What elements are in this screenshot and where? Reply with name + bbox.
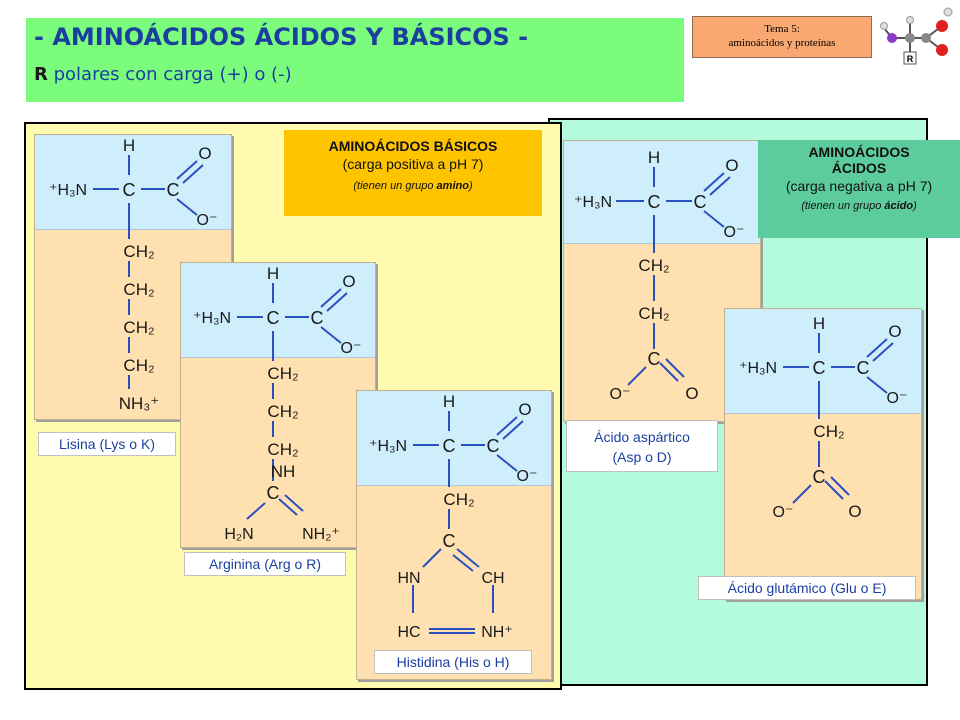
aspartic-name-line1: Ácido aspártico bbox=[594, 429, 690, 445]
ring-nh-plus: NH⁺ bbox=[481, 624, 513, 641]
ch2-group: CH₂ bbox=[443, 490, 474, 509]
aspartic-structure: H ⁺H₃N C C O O⁻ CH₂ CH₂ C O⁻ O bbox=[574, 148, 745, 403]
nh-group: NH bbox=[271, 462, 296, 481]
atom-h: H bbox=[443, 392, 455, 411]
atom-o-minus: O⁻ bbox=[887, 390, 908, 407]
ch2-group: CH₂ bbox=[123, 242, 154, 261]
amino-group: ⁺H₃N bbox=[49, 182, 87, 199]
ch2-group: CH₂ bbox=[267, 402, 298, 421]
acidic-note: (tienen un grupo ácido) bbox=[801, 200, 917, 212]
ch2-group: CH₂ bbox=[123, 280, 154, 299]
atom-o-minus: O⁻ bbox=[197, 212, 218, 229]
atom-c-side: C bbox=[813, 467, 826, 487]
atom-c-carboxyl: C bbox=[857, 358, 870, 378]
guanidino-c: C bbox=[267, 483, 280, 503]
ch2-group: CH₂ bbox=[123, 356, 154, 375]
amino-group: ⁺H₃N bbox=[739, 360, 777, 377]
atom-h: H bbox=[267, 264, 279, 283]
topic-badge-line1: Tema 5: bbox=[764, 23, 800, 35]
acidic-info-box: AMINOÁCIDOS ÁCIDOS (carga negativa a pH … bbox=[758, 140, 960, 238]
ch2-group: CH₂ bbox=[267, 440, 298, 459]
ring-ch: CH bbox=[481, 570, 504, 587]
atom-o: O bbox=[725, 156, 738, 175]
atom-o-minus: O⁻ bbox=[517, 468, 538, 485]
subtitle-r: R bbox=[34, 64, 48, 85]
atom-c-alpha: C bbox=[123, 180, 136, 200]
histidine-label: Histidina (His o H) bbox=[374, 650, 532, 674]
basic-charge: (carga positiva a pH 7) bbox=[342, 156, 484, 172]
basic-info-box: AMINOÁCIDOS BÁSICOS (carga positiva a pH… bbox=[284, 130, 542, 216]
atom-h: H bbox=[813, 314, 825, 333]
lysine-structure: H ⁺H₃N C C O O⁻ CH₂ CH₂ CH₂ CH₂ NH₃⁺ bbox=[49, 136, 218, 413]
topic-badge-line2: aminoácidos y proteínas bbox=[728, 37, 836, 49]
atom-o: O bbox=[518, 400, 531, 419]
ring-hc: HC bbox=[397, 624, 420, 641]
atom-c-carboxyl: C bbox=[311, 308, 324, 328]
aspartic-acid-card: H ⁺H₃N C C O O⁻ CH₂ CH₂ C O⁻ O bbox=[563, 140, 761, 422]
subtitle-text: polares con carga (+) o (-) bbox=[47, 64, 292, 85]
atom-o: O bbox=[342, 272, 355, 291]
ch2-group: CH₂ bbox=[638, 304, 669, 323]
arginine-label: Arginina (Arg o R) bbox=[184, 552, 346, 576]
atom-o-minus: O⁻ bbox=[341, 340, 362, 357]
atom-o-minus: O⁻ bbox=[724, 224, 745, 241]
topic-badge: Tema 5: aminoácidos y proteínas bbox=[692, 16, 872, 58]
page-subtitle: R polares con carga (+) o (-) bbox=[34, 64, 292, 85]
lysine-label: Lisina (Lys o K) bbox=[38, 432, 176, 456]
histidine-name: Histidina (His o H) bbox=[396, 654, 510, 670]
page-title: - AMINOÁCIDOS ÁCIDOS Y BÁSICOS - bbox=[34, 23, 529, 51]
glutamic-acid-label: Ácido glutámico (Glu o E) bbox=[698, 576, 916, 600]
aspartic-acid-label: Ácido aspártico (Asp o D) bbox=[566, 420, 718, 472]
amino-group: ⁺H₃N bbox=[193, 310, 231, 327]
glutamic-structure: H ⁺H₃N C C O O⁻ CH₂ C O⁻ O bbox=[739, 314, 908, 521]
atom-o: O bbox=[888, 322, 901, 341]
lysine-name: Lisina (Lys o K) bbox=[59, 436, 155, 452]
arginine-name: Arginina (Arg o R) bbox=[208, 556, 322, 572]
ch2-group: CH₂ bbox=[123, 318, 154, 337]
histidine-structure: H ⁺H₃N C C O O⁻ CH₂ C HN CH HC NH⁺ bbox=[369, 392, 538, 641]
acidic-title-line1: AMINOÁCIDOS bbox=[808, 144, 910, 160]
atom-c-carboxyl: C bbox=[487, 436, 500, 456]
svg-text:R: R bbox=[907, 54, 914, 64]
atom-c-alpha: C bbox=[813, 358, 826, 378]
acidic-charge: (carga negativa a pH 7) bbox=[785, 178, 933, 194]
amino-group: ⁺H₃N bbox=[369, 438, 407, 455]
h2n-group: H₂N bbox=[224, 526, 253, 543]
atom-c-carboxyl: C bbox=[167, 180, 180, 200]
ring-c: C bbox=[443, 531, 456, 551]
histidine-card: H ⁺H₃N C C O O⁻ CH₂ C HN CH HC NH⁺ bbox=[356, 390, 552, 680]
ch2-group: CH₂ bbox=[813, 422, 844, 441]
acidic-title-line2: ÁCIDOS bbox=[831, 160, 887, 176]
ch2-group: CH₂ bbox=[267, 364, 298, 383]
atom-c-carboxyl: C bbox=[694, 192, 707, 212]
ammonium-group: NH₃⁺ bbox=[119, 394, 159, 413]
aspartic-name-line2: (Asp o D) bbox=[612, 449, 672, 465]
glutamic-acid-card: H ⁺H₃N C C O O⁻ CH₂ C O⁻ O bbox=[724, 308, 922, 600]
title-block: - AMINOÁCIDOS ÁCIDOS Y BÁSICOS - R polar… bbox=[26, 18, 684, 102]
atom-c-side: C bbox=[648, 349, 661, 369]
atom-o: O bbox=[198, 144, 211, 163]
atom-h: H bbox=[123, 136, 135, 155]
ring-hn: HN bbox=[397, 570, 420, 587]
atom-c-alpha: C bbox=[443, 436, 456, 456]
atom-c-alpha: C bbox=[648, 192, 661, 212]
atom-h: H bbox=[648, 148, 660, 167]
nh2-plus-group: NH₂⁺ bbox=[302, 526, 340, 543]
basic-title: AMINOÁCIDOS BÁSICOS bbox=[328, 138, 498, 154]
basic-note: (tienen un grupo amino) bbox=[353, 180, 473, 192]
atom-o: O bbox=[848, 502, 861, 521]
molecule-model-icon: R bbox=[880, 7, 953, 65]
amino-group: ⁺H₃N bbox=[574, 194, 612, 211]
ch2-group: CH₂ bbox=[638, 256, 669, 275]
atom-o-minus: O⁻ bbox=[773, 504, 794, 521]
atom-c-alpha: C bbox=[267, 308, 280, 328]
glutamic-name: Ácido glutámico (Glu o E) bbox=[727, 580, 887, 596]
atom-o: O bbox=[685, 384, 698, 403]
arginine-structure: H ⁺H₃N C C O O⁻ CH₂ CH₂ CH₂ NH C H₂N NH₂… bbox=[193, 264, 362, 543]
atom-o-minus: O⁻ bbox=[610, 386, 631, 403]
arginine-card: H ⁺H₃N C C O O⁻ CH₂ CH₂ CH₂ NH C H₂N NH₂… bbox=[180, 262, 376, 548]
